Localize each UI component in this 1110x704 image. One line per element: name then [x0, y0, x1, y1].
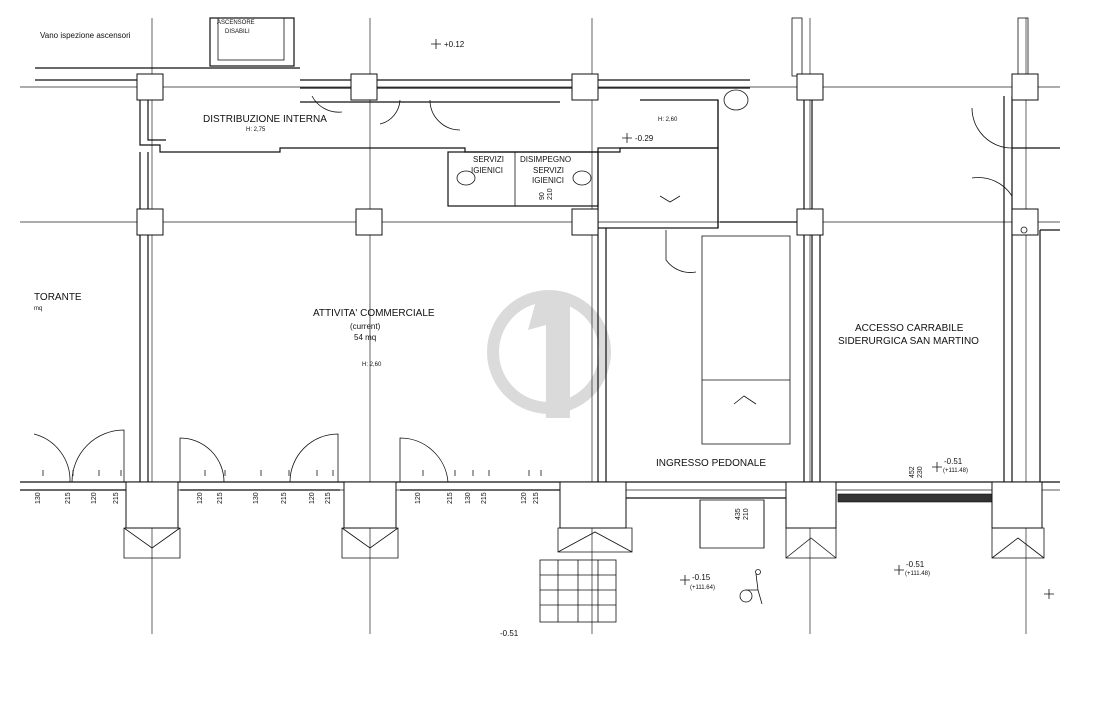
dim-facade-2: 120	[91, 492, 98, 504]
dim-90: 90	[539, 192, 546, 200]
label-accesso-carrabile: ACCESSO CARRABILE	[855, 323, 964, 334]
dim-facade-13: 215	[481, 492, 488, 504]
dim-facade-6: 130	[253, 492, 260, 504]
dim-facade-3: 215	[113, 492, 120, 504]
label-ascensore-disabili: DISABILI	[225, 29, 250, 35]
level-minus029: -0.29	[635, 134, 654, 143]
dim-facade-4: 120	[197, 492, 204, 504]
dim-210-b: 210	[743, 508, 750, 520]
label-distribuzione-height: H: 2,75	[246, 127, 266, 133]
watermark-logo	[487, 290, 611, 418]
dim-230: 230	[917, 466, 924, 478]
dim-210-a: 210	[547, 188, 554, 200]
dim-facade-8: 120	[309, 492, 316, 504]
dim-facade-1: 215	[65, 492, 72, 504]
label-vano-ispezione: Vano ispezione ascensori	[40, 31, 131, 40]
dim-facade-5: 215	[217, 492, 224, 504]
dim-facade-12: 130	[465, 492, 472, 504]
dim-facade-11: 215	[447, 492, 454, 504]
level-minus015: -0.15	[692, 573, 711, 582]
wc-fixtures	[456, 170, 757, 405]
level-plus012: +0.12	[444, 40, 465, 49]
wheelchair-icon	[739, 569, 763, 605]
label-ingresso-pedonale: INGRESSO PEDONALE	[656, 458, 766, 469]
label-siderurgica: SIDERURGICA SAN MARTINO	[838, 336, 979, 347]
dim-facade-14: 120	[521, 492, 528, 504]
doors	[33, 89, 1028, 548]
label-disimpegno: DISIMPEGNO	[520, 155, 571, 164]
label-attivita-height: H: 2,60	[362, 362, 382, 368]
label-attivita-current: (current)	[350, 322, 381, 331]
label-distribuzione-interna: DISTRIBUZIONE INTERNA	[203, 114, 327, 125]
label-servizi: SERVIZI	[473, 155, 504, 164]
level-abs-c: (+111.64)	[690, 585, 715, 591]
level-abs-a: (+111.48)	[943, 468, 968, 474]
level-abs-b: (+111.48)	[905, 571, 930, 577]
label-attivita-area: 54 mq	[354, 333, 376, 342]
label-attivita-commerciale: ATTIVITA' COMMERCIALE	[313, 308, 435, 319]
facade-dimension-row: 130 215 120 215 120 215 130 215 120 215 120 215 130 2…	[35, 470, 542, 504]
dim-facade-7: 215	[281, 492, 288, 504]
label-servizi-2: SERVIZI	[533, 166, 564, 175]
level-minus051-a: -0.51	[944, 457, 963, 466]
dim-facade-15: 215	[533, 492, 540, 504]
label-igienici: IGIENICI	[471, 166, 503, 175]
level-minus051-c: -0.51	[500, 629, 519, 638]
label-stair-height: H: 2,60	[658, 117, 678, 123]
dim-facade-10: 120	[415, 492, 422, 504]
level-markers	[431, 39, 1054, 599]
label-torante: TORANTE	[34, 292, 82, 303]
dim-452: 452	[909, 466, 916, 478]
level-minus051-b: -0.51	[906, 560, 925, 569]
dim-facade-0: 130	[35, 492, 42, 504]
label-igienici-2: IGIENICI	[532, 176, 564, 185]
label-torante-mq: mq	[34, 306, 42, 312]
columns	[123, 73, 1045, 559]
dim-435: 435	[735, 508, 742, 520]
dim-facade-9: 215	[325, 492, 332, 504]
label-ascensore: ASCENSORE	[217, 20, 255, 26]
